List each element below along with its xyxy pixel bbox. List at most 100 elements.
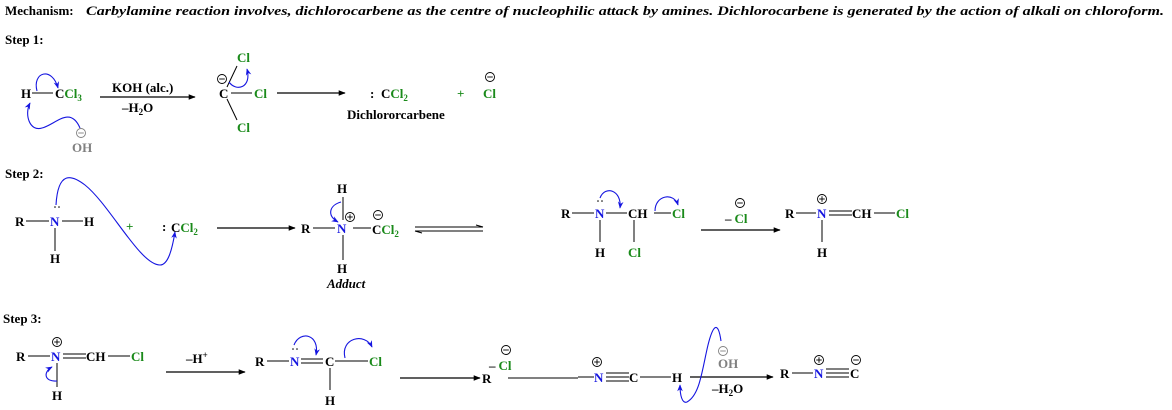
atom-h: H xyxy=(50,251,60,266)
iminium-product: R N CH Cl H xyxy=(785,194,909,260)
curved-arrow-icon xyxy=(293,335,320,356)
superscript: + xyxy=(203,350,208,360)
atom-h: H xyxy=(21,86,31,101)
atom-n: N xyxy=(290,354,300,369)
plus-sign: + xyxy=(457,86,464,101)
curved-arrow-icon xyxy=(55,177,177,266)
atom-cl: Cl xyxy=(735,211,748,226)
atom-r: R xyxy=(15,214,25,229)
atom-h: H xyxy=(337,181,347,196)
atom-o: O xyxy=(143,100,153,115)
isocyanide-intermediate: R N C H xyxy=(482,357,682,386)
curved-arrow-icon xyxy=(343,338,373,359)
atom-cl: Cl xyxy=(180,220,193,235)
minus-sign: – xyxy=(724,211,732,226)
header-text: Carbylamine reaction involves, dichloroc… xyxy=(86,3,1164,18)
lone-pair: : xyxy=(162,219,166,234)
atom-n: N xyxy=(337,221,347,236)
svg-text:CCl2: CCl2 xyxy=(372,222,399,239)
positive-charge-icon xyxy=(52,337,62,347)
subscript: 3 xyxy=(77,93,82,103)
atom-cl: Cl xyxy=(254,86,267,101)
water-loss: –H xyxy=(711,381,729,396)
atom-cl: Cl xyxy=(896,206,909,221)
iminium: R N CH Cl H xyxy=(16,337,144,403)
atom-n: N xyxy=(50,214,60,229)
step3-label: Step 3: xyxy=(3,311,42,326)
positive-charge-icon xyxy=(345,212,355,222)
curved-arrow-icon xyxy=(228,68,252,88)
atom-r: R xyxy=(255,354,265,369)
adduct: R N H H CCl2 Adduct xyxy=(301,181,399,291)
atom-c: C xyxy=(629,370,638,385)
atom-h: H xyxy=(84,214,94,229)
atom-c: C xyxy=(325,354,334,369)
atom-cl: Cl xyxy=(369,354,382,369)
atom-c: C xyxy=(850,366,859,381)
atom-ch: CH xyxy=(628,206,648,221)
atom-h: H xyxy=(337,261,347,276)
atom-o: O xyxy=(733,381,743,396)
trichloromethyl-anion: C Cl Cl Cl xyxy=(217,50,267,135)
atom-cl: Cl xyxy=(499,358,512,373)
atom-n: N xyxy=(51,349,61,364)
subscript: 2 xyxy=(139,107,144,117)
curved-arrow-icon xyxy=(35,73,60,92)
atom-cl: Cl xyxy=(237,120,250,135)
atom-c: C xyxy=(372,222,381,237)
positive-charge-icon xyxy=(592,357,602,367)
atom-r: R xyxy=(561,206,571,221)
curved-arrow-icon xyxy=(654,196,679,212)
chloroimine: R N C Cl H xyxy=(255,335,382,408)
lone-pair: : xyxy=(370,86,374,101)
subscript: 2 xyxy=(193,227,198,237)
atom-c: C xyxy=(171,220,180,235)
atom-cl: Cl xyxy=(64,86,77,101)
curved-arrow-icon xyxy=(677,327,722,403)
positive-charge-icon xyxy=(817,194,827,204)
curved-arrow-icon xyxy=(45,366,58,382)
negative-charge-icon xyxy=(217,74,227,84)
negative-charge-icon xyxy=(373,210,383,220)
atom-n: N xyxy=(814,366,824,381)
atom-r: R xyxy=(16,349,26,364)
atom-cl: Cl xyxy=(390,86,403,101)
plus-sign: + xyxy=(126,219,133,234)
atom-h: H xyxy=(595,245,605,260)
chloroform: H CCl3 xyxy=(21,86,82,103)
adduct-label: Adduct xyxy=(326,276,366,291)
atom-cl: Cl xyxy=(237,50,250,65)
atom-r: R xyxy=(301,221,311,236)
atom-h: H xyxy=(325,393,335,408)
step2-label: Step 2: xyxy=(5,166,44,181)
subscript: 2 xyxy=(394,229,399,239)
equilibrium-arrows xyxy=(414,224,484,234)
header-label: Mechanism: xyxy=(5,3,74,18)
svg-text:CCl3: CCl3 xyxy=(55,86,82,103)
intermediate: R N CH Cl H Cl xyxy=(561,190,685,260)
isocyanide-product: R N C xyxy=(780,355,861,381)
step1-label: Step 1: xyxy=(5,32,44,47)
atom-n: N xyxy=(595,206,605,221)
atom-c: C xyxy=(381,86,390,101)
negative-charge-icon xyxy=(76,128,86,138)
atom-r: R xyxy=(482,371,492,386)
negative-charge-icon xyxy=(718,346,728,356)
svg-text:CCl2: CCl2 xyxy=(381,86,408,103)
svg-text:–H2O: –H2O xyxy=(711,381,743,398)
negative-charge-icon xyxy=(735,198,745,208)
hydroxide: OH xyxy=(72,140,92,155)
amine: R N H H xyxy=(15,206,94,266)
svg-text:–H2O: –H2O xyxy=(121,100,153,117)
atom-h: H xyxy=(52,388,62,403)
atom-r: R xyxy=(780,366,790,381)
hydroxide: OH xyxy=(718,356,738,371)
atom-cl: Cl xyxy=(381,222,394,237)
water-loss: –H xyxy=(121,100,139,115)
atom-c: C xyxy=(219,86,228,101)
dichlorocarbene-label: Dichlororcarbene xyxy=(347,107,445,122)
negative-charge-icon xyxy=(501,345,511,355)
atom-h: H xyxy=(817,245,827,260)
